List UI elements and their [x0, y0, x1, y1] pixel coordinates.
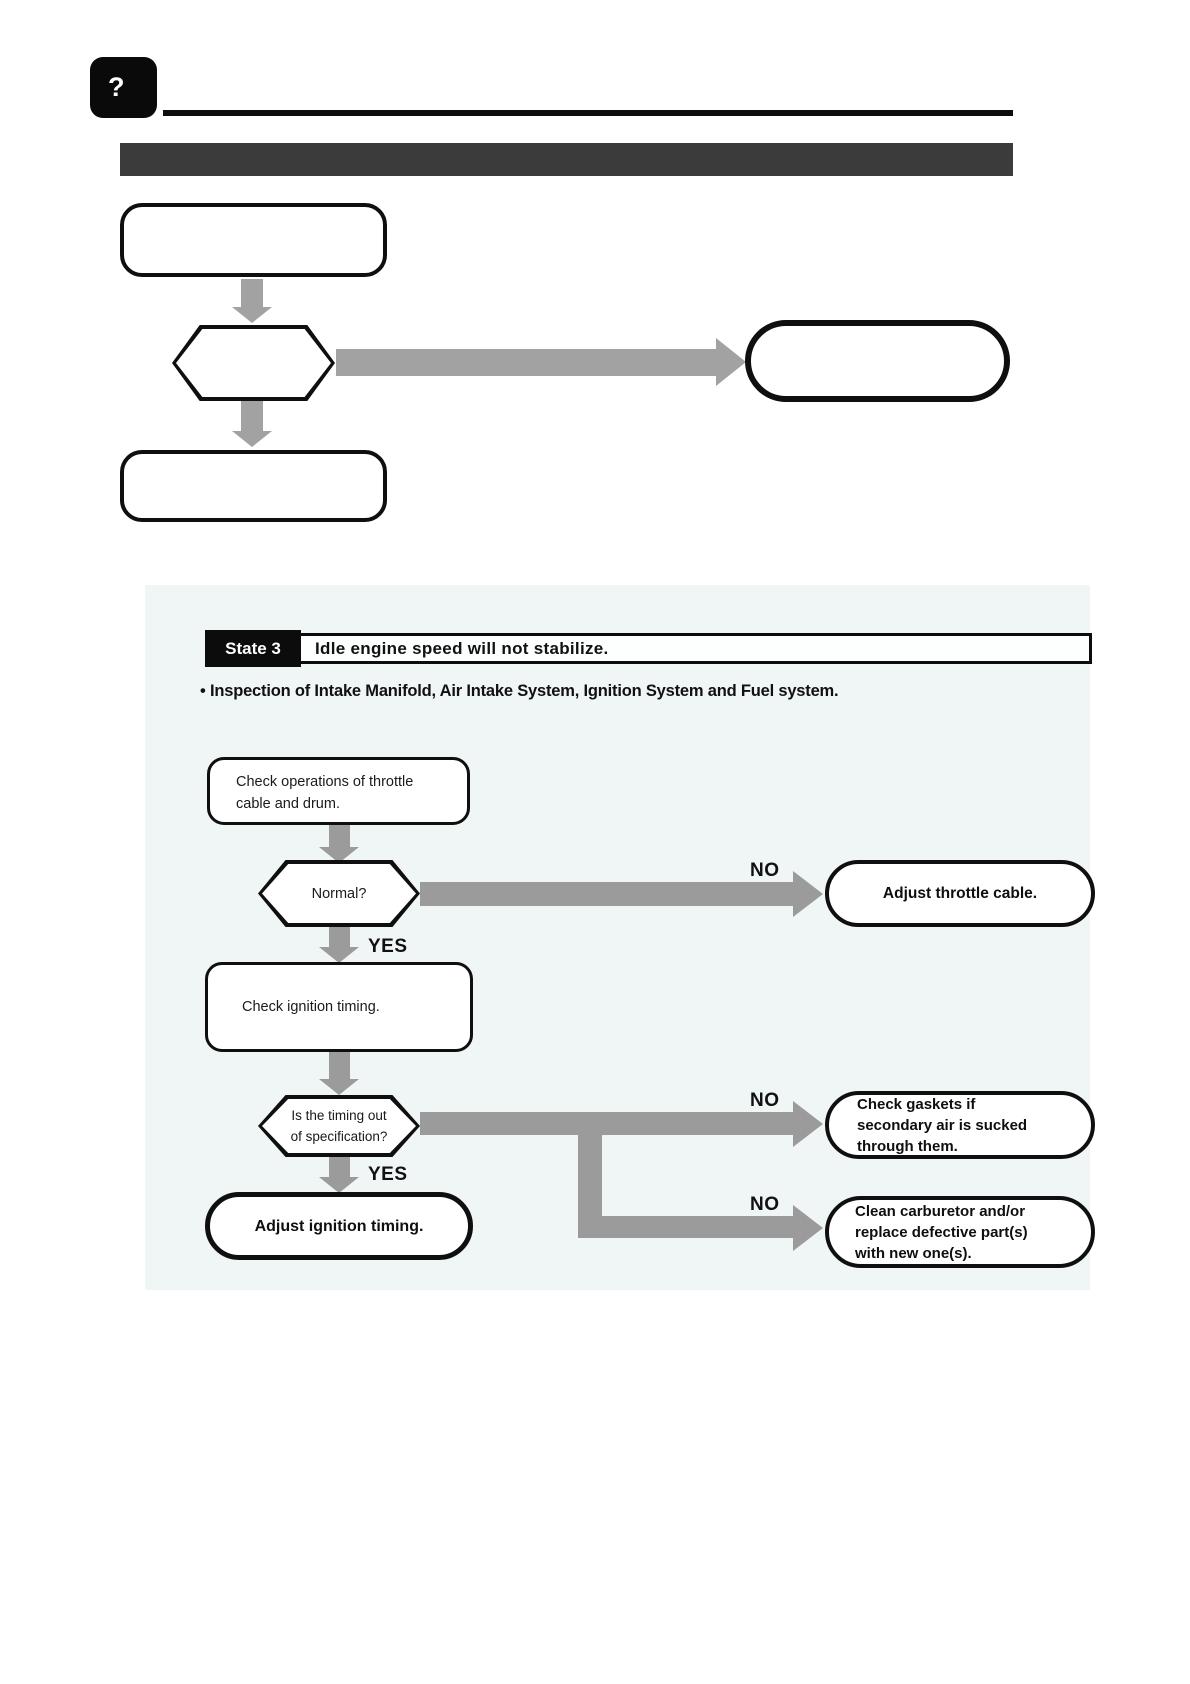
state-title-text: Idle engine speed will not stabilize.	[315, 638, 609, 658]
arrow-down2-icon	[319, 1079, 359, 1095]
check-gaskets-line1: Check gaskets if	[857, 1095, 976, 1113]
flow-pill-adjust-ignition: Adjust ignition timing.	[205, 1192, 473, 1260]
no2-arrow-shaft	[420, 1112, 793, 1135]
clean-carburetor-line3: with new one(s).	[855, 1244, 972, 1262]
help-icon-glyph: ?	[108, 72, 125, 102]
template-down-arrow-icon	[232, 307, 272, 323]
template-down-arrow2-icon	[232, 431, 272, 447]
yes2-label: YES	[368, 1164, 408, 1185]
template-down-arrow2-shaft	[241, 401, 263, 431]
yes1-arrow-icon	[319, 947, 359, 963]
decision-timing-fill: Is the timing out of specification?	[262, 1099, 416, 1153]
template-right-arrow-shaft	[336, 349, 716, 376]
check-throttle-line2: cable and drum.	[236, 796, 340, 812]
section-title-bar	[120, 143, 1013, 176]
check-gaskets-line2: secondary air is sucked	[857, 1116, 1028, 1134]
no1-arrow-shaft	[420, 882, 795, 906]
check-gaskets-line3: through them.	[857, 1137, 958, 1155]
clean-carburetor-text-block: Clean carburetor and/or replace defectiv…	[855, 1201, 1028, 1264]
flow-pill-adjust-throttle: Adjust throttle cable.	[825, 860, 1095, 927]
no2-label: NO	[750, 1090, 780, 1111]
flow-box-check-throttle: Check operations of throttle cable and d…	[207, 757, 470, 825]
yes1-arrow-shaft	[329, 927, 350, 947]
check-ignition-text: Check ignition timing.	[242, 999, 380, 1015]
yes1-label: YES	[368, 936, 408, 957]
no1-label: NO	[750, 860, 780, 881]
inspection-note: • Inspection of Intake Manifold, Air Int…	[200, 682, 839, 700]
flowchart-panel-background	[145, 585, 1090, 1290]
no3-arrow-icon	[793, 1205, 823, 1251]
flow-pill-check-gaskets: Check gaskets if secondary air is sucked…	[825, 1091, 1095, 1159]
template-process-box-bottom	[120, 450, 387, 522]
arrow-down1-icon	[319, 847, 359, 863]
decision-normal-text: Normal?	[311, 885, 367, 902]
template-right-arrow-icon	[716, 338, 746, 386]
decision-timing-line1: Is the timing out	[291, 1108, 387, 1123]
template-decision-hexagon	[172, 325, 335, 401]
decision-normal-fill: Normal?	[262, 864, 416, 923]
check-throttle-line1: Check operations of throttle	[236, 774, 414, 790]
check-gaskets-text-block: Check gaskets if secondary air is sucked…	[857, 1094, 1027, 1157]
flow-pill-clean-carburetor: Clean carburetor and/or replace defectiv…	[825, 1196, 1095, 1268]
state-title-box: Idle engine speed will not stabilize.	[301, 633, 1092, 664]
no1-arrow-icon	[793, 871, 823, 917]
flow-box-check-ignition: Check ignition timing.	[205, 962, 473, 1052]
adjust-ignition-text: Adjust ignition timing.	[254, 1217, 424, 1235]
header-rule	[163, 110, 1013, 116]
no3-arrow-shaft	[578, 1216, 793, 1238]
help-icon: ?	[90, 57, 157, 118]
template-process-box-top	[120, 203, 387, 277]
arrow-down1-shaft	[329, 825, 350, 847]
template-result-pill	[745, 320, 1010, 402]
template-down-arrow-shaft	[241, 279, 263, 307]
decision-timing-line2: of specification?	[290, 1129, 388, 1144]
no2-arrow-icon	[793, 1101, 823, 1147]
state-badge: State 3	[205, 630, 301, 667]
yes2-arrow-shaft	[329, 1157, 350, 1177]
template-decision-hexagon-fill	[176, 329, 331, 397]
state-badge-label: State 3	[225, 638, 281, 658]
decision-timing: Is the timing out of specification?	[258, 1095, 420, 1157]
yes2-arrow-icon	[319, 1177, 359, 1193]
clean-carburetor-line1: Clean carburetor and/or	[855, 1202, 1026, 1220]
adjust-throttle-text: Adjust throttle cable.	[882, 885, 1038, 902]
arrow-down2-shaft	[329, 1052, 350, 1079]
no3-label: NO	[750, 1194, 780, 1215]
clean-carburetor-line2: replace defective part(s)	[855, 1223, 1028, 1241]
decision-normal: Normal?	[258, 860, 420, 927]
